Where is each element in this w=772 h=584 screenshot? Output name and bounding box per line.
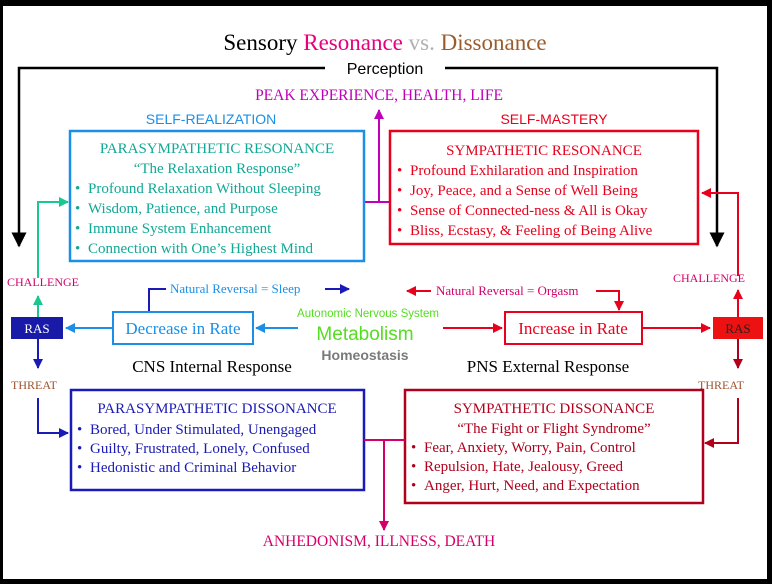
perception-label: Perception — [347, 61, 424, 78]
sympathetic-resonance-box — [388, 129, 700, 246]
left-challenge-label: CHALLENGE — [7, 275, 79, 289]
list-item: Immune System Enhancement — [88, 221, 272, 237]
list-bullet: • — [411, 478, 416, 494]
list-item: Connection with One’s Highest Mind — [88, 241, 313, 257]
para-res-title: PARASYMPATHETIC RESONANCE — [100, 141, 334, 157]
ans-label: Autonomic Nervous System — [297, 308, 439, 320]
para-dis-title: PARASYMPATHETIC DISSONANCE — [97, 401, 336, 417]
symp-dis-subtitle: “The Fight or Flight Syndrome” — [457, 421, 650, 437]
list-bullet: • — [411, 440, 416, 456]
left-ras-badge — [11, 317, 63, 339]
self-realization-label: SELF-REALIZATION — [146, 111, 276, 127]
list-item: Profound Relaxation Without Sleeping — [88, 181, 321, 197]
left-threat-arrow — [37, 398, 69, 438]
list-item: Wisdom, Patience, and Purpose — [88, 201, 278, 217]
parasympathetic-resonance-box — [68, 129, 366, 263]
increase-in-rate-label: Increase in Rate — [518, 319, 628, 338]
list-item: Repulsion, Hate, Jealousy, Greed — [424, 459, 623, 475]
diagram-svg: Sensory Resonance vs. Dissonance Percept… — [7, 30, 763, 550]
list-item: Bored, Under Stimulated, Unengaged — [90, 422, 317, 438]
symp-res-list: • Profound Exhilaration and Inspiration •… — [397, 163, 653, 239]
list-item: Joy, Peace, and a Sense of Well Being — [410, 183, 638, 199]
cns-label: CNS Internal Response — [132, 357, 292, 376]
anhedonism-label: ANHEDONISM, ILLNESS, DEATH — [263, 533, 496, 550]
list-item: Hedonistic and Criminal Behavior — [90, 460, 296, 476]
list-bullet: • — [75, 221, 80, 237]
perception-arrow-left — [11, 66, 325, 248]
list-bullet: • — [75, 241, 80, 257]
diagram-title: Sensory Resonance vs. Dissonance — [223, 30, 546, 55]
list-item: Bliss, Ecstasy, & Feeling of Being Alive — [410, 223, 653, 239]
right-ras-badge — [713, 317, 763, 339]
symp-dis-list: • Fear, Anxiety, Worry, Pain, Control • Re… — [411, 440, 640, 494]
list-bullet: • — [411, 459, 416, 475]
list-bullet: • — [77, 441, 82, 457]
sympathetic-dissonance-box — [403, 388, 705, 505]
self-mastery-label: SELF-MASTERY — [500, 111, 608, 127]
list-item: Profound Exhilaration and Inspiration — [410, 163, 638, 179]
left-challenge-arrow — [37, 197, 69, 278]
right-ras-label: RAS — [725, 321, 750, 336]
reversal-sleep-label: Natural Reversal = Sleep — [170, 281, 300, 296]
pns-label: PNS External Response — [467, 357, 629, 376]
list-bullet: • — [75, 201, 80, 217]
list-item: Guilty, Frustrated, Lonely, Confused — [90, 441, 310, 457]
orgasm-reversal-line — [596, 290, 624, 311]
list-item: Sense of Connected-ness & All is Okay — [410, 203, 648, 219]
para-res-subtitle: “The Relaxation Response” — [134, 161, 301, 177]
perception-arrow-right — [445, 66, 725, 248]
para-dis-list: • Bored, Under Stimulated, Unengaged • Gui… — [77, 422, 317, 476]
list-bullet: • — [75, 181, 80, 197]
sleep-reversal-line — [148, 288, 166, 311]
list-bullet: • — [397, 163, 402, 179]
list-item: Fear, Anxiety, Worry, Pain, Control — [424, 440, 636, 456]
list-item: Anger, Hurt, Need, and Expectation — [424, 478, 640, 494]
list-bullet: • — [397, 223, 402, 239]
right-challenge-arrow — [701, 188, 739, 276]
increase-in-rate-box — [504, 311, 643, 345]
list-bullet: • — [397, 183, 402, 199]
left-ras-label: RAS — [24, 321, 49, 336]
symp-dis-title: SYMPATHETIC DISSONANCE — [454, 401, 655, 417]
list-bullet: • — [77, 460, 82, 476]
parasympathetic-dissonance-box — [69, 388, 366, 492]
reversal-orgasm-label: Natural Reversal = Orgasm — [436, 283, 578, 298]
list-bullet: • — [77, 422, 82, 438]
decrease-in-rate-label: Decrease in Rate — [125, 319, 240, 338]
homeostasis-label: Homeostasis — [321, 347, 408, 363]
left-threat-label: THREAT — [11, 378, 58, 392]
symp-res-title: SYMPATHETIC RESONANCE — [446, 143, 642, 159]
right-threat-label: THREAT — [698, 378, 745, 392]
right-challenge-label: CHALLENGE — [673, 271, 745, 285]
right-threat-arrow — [704, 398, 739, 448]
peak-experience-label: PEAK EXPERIENCE, HEALTH, LIFE — [255, 87, 503, 104]
decrease-in-rate-box — [112, 311, 254, 345]
list-bullet: • — [397, 203, 402, 219]
diagram-canvas: Sensory Resonance vs. Dissonance Percept… — [3, 6, 767, 579]
para-res-list: • Profound Relaxation Without Sleeping • W… — [75, 181, 321, 257]
metabolism-label: Metabolism — [316, 324, 413, 345]
